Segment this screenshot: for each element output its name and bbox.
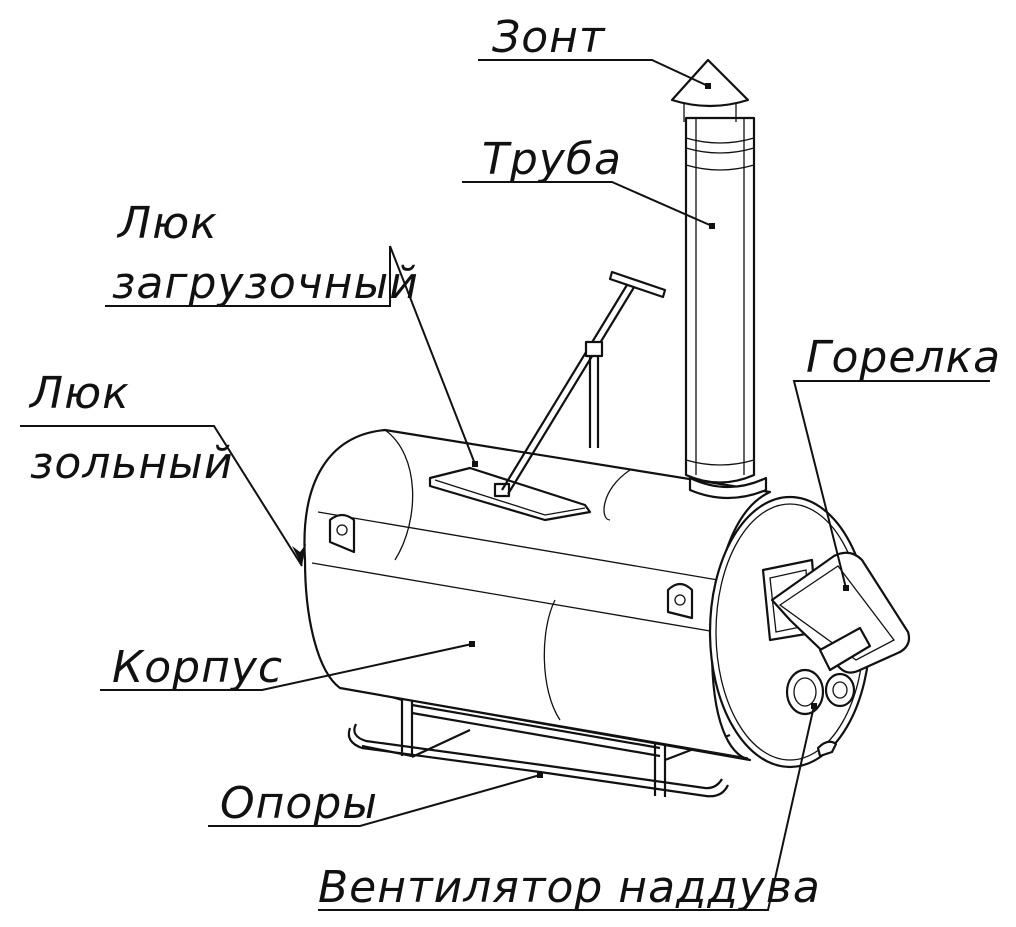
hatch-lever [501,270,667,495]
chimney-pipe [684,116,768,500]
loading-hatch [428,466,592,522]
label-loading-hatch-line2: загрузочный [112,258,419,309]
label-pipe: Труба [482,134,622,185]
lifting-lug-right [666,582,694,620]
boiler-body [303,428,772,762]
label-fan: Вентилятор наддува [318,862,821,913]
label-burner: Горелка [806,332,1001,383]
label-umbrella: Зонт [492,12,606,63]
label-body: Корпус [112,642,283,693]
chimney-cap [670,58,750,122]
label-supports: Опоры [220,778,378,829]
label-ash-hatch-line2: зольный [30,438,233,489]
label-loading-hatch-line1: Люк [116,198,218,249]
leader-lines [20,59,990,911]
burner-unit [770,551,911,674]
lifting-lug-left [328,513,356,554]
label-ash-hatch-line1: Люк [28,368,130,419]
